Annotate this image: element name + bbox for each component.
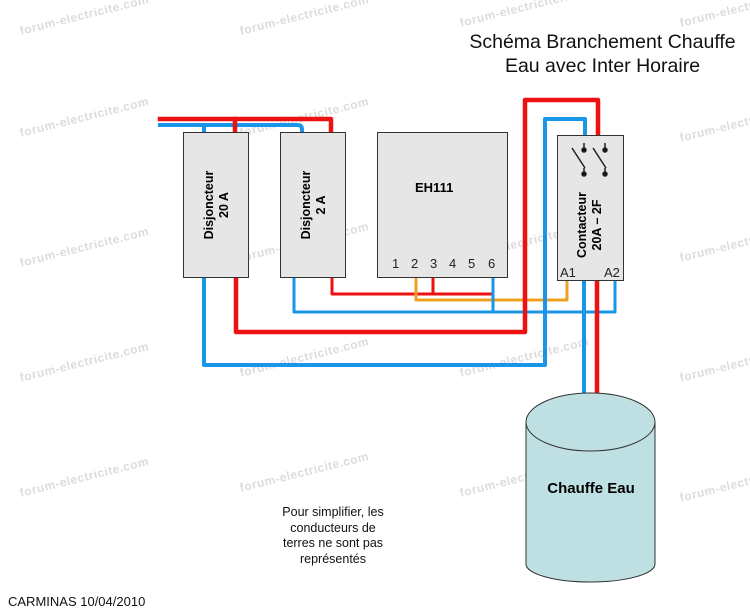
wire-power-phase <box>233 97 601 335</box>
title-line-1: Schéma Branchement Chauffe <box>469 31 736 53</box>
wire-timer-phase <box>330 275 495 296</box>
timer-terminal-5: 5 <box>468 256 476 271</box>
contactor-label: Contacteur 20A – 2F <box>575 192 604 258</box>
switch-contacts-icon <box>571 143 608 177</box>
breaker-20a-label: Disjoncteur 20 A <box>202 170 231 240</box>
contactor-terminal-a2: A2 <box>604 265 620 280</box>
water-heater-label: Chauffe Eau <box>547 480 635 497</box>
wire-supply-phase <box>157 116 334 137</box>
author-signature: CARMINAS 10/04/2010 <box>8 594 146 609</box>
wire-timer-neutral <box>292 275 617 314</box>
timer-eh111: EH111 1 2 3 4 5 6 <box>377 132 508 278</box>
timer-name: EH111 <box>415 180 454 195</box>
timer-terminal-3: 3 <box>430 256 438 271</box>
timer-terminal-4: 4 <box>449 256 457 271</box>
timer-terminal-2: 2 <box>411 256 419 271</box>
breaker-20a: Disjoncteur 20 A <box>183 132 249 278</box>
wire-power-neutral <box>202 117 587 367</box>
breaker-2a: Disjoncteur 2 A <box>280 132 346 278</box>
ground-note: Pour simplifier, les conducteurs de terr… <box>282 505 384 566</box>
title-line-2: Eau avec Inter Horaire <box>504 55 701 77</box>
timer-terminal-1: 1 <box>392 256 400 271</box>
breaker-2a-label: Disjoncteur 2 A <box>299 170 328 240</box>
contactor-terminal-a1: A1 <box>560 265 576 280</box>
diagram-title: Schéma Branchement Chauffe Eau avec Inte… <box>445 30 750 78</box>
wire-supply-neutral <box>158 123 304 136</box>
timer-terminal-6: 6 <box>488 256 496 271</box>
contactor: Contacteur 20A – 2F A1 A2 <box>557 135 624 281</box>
